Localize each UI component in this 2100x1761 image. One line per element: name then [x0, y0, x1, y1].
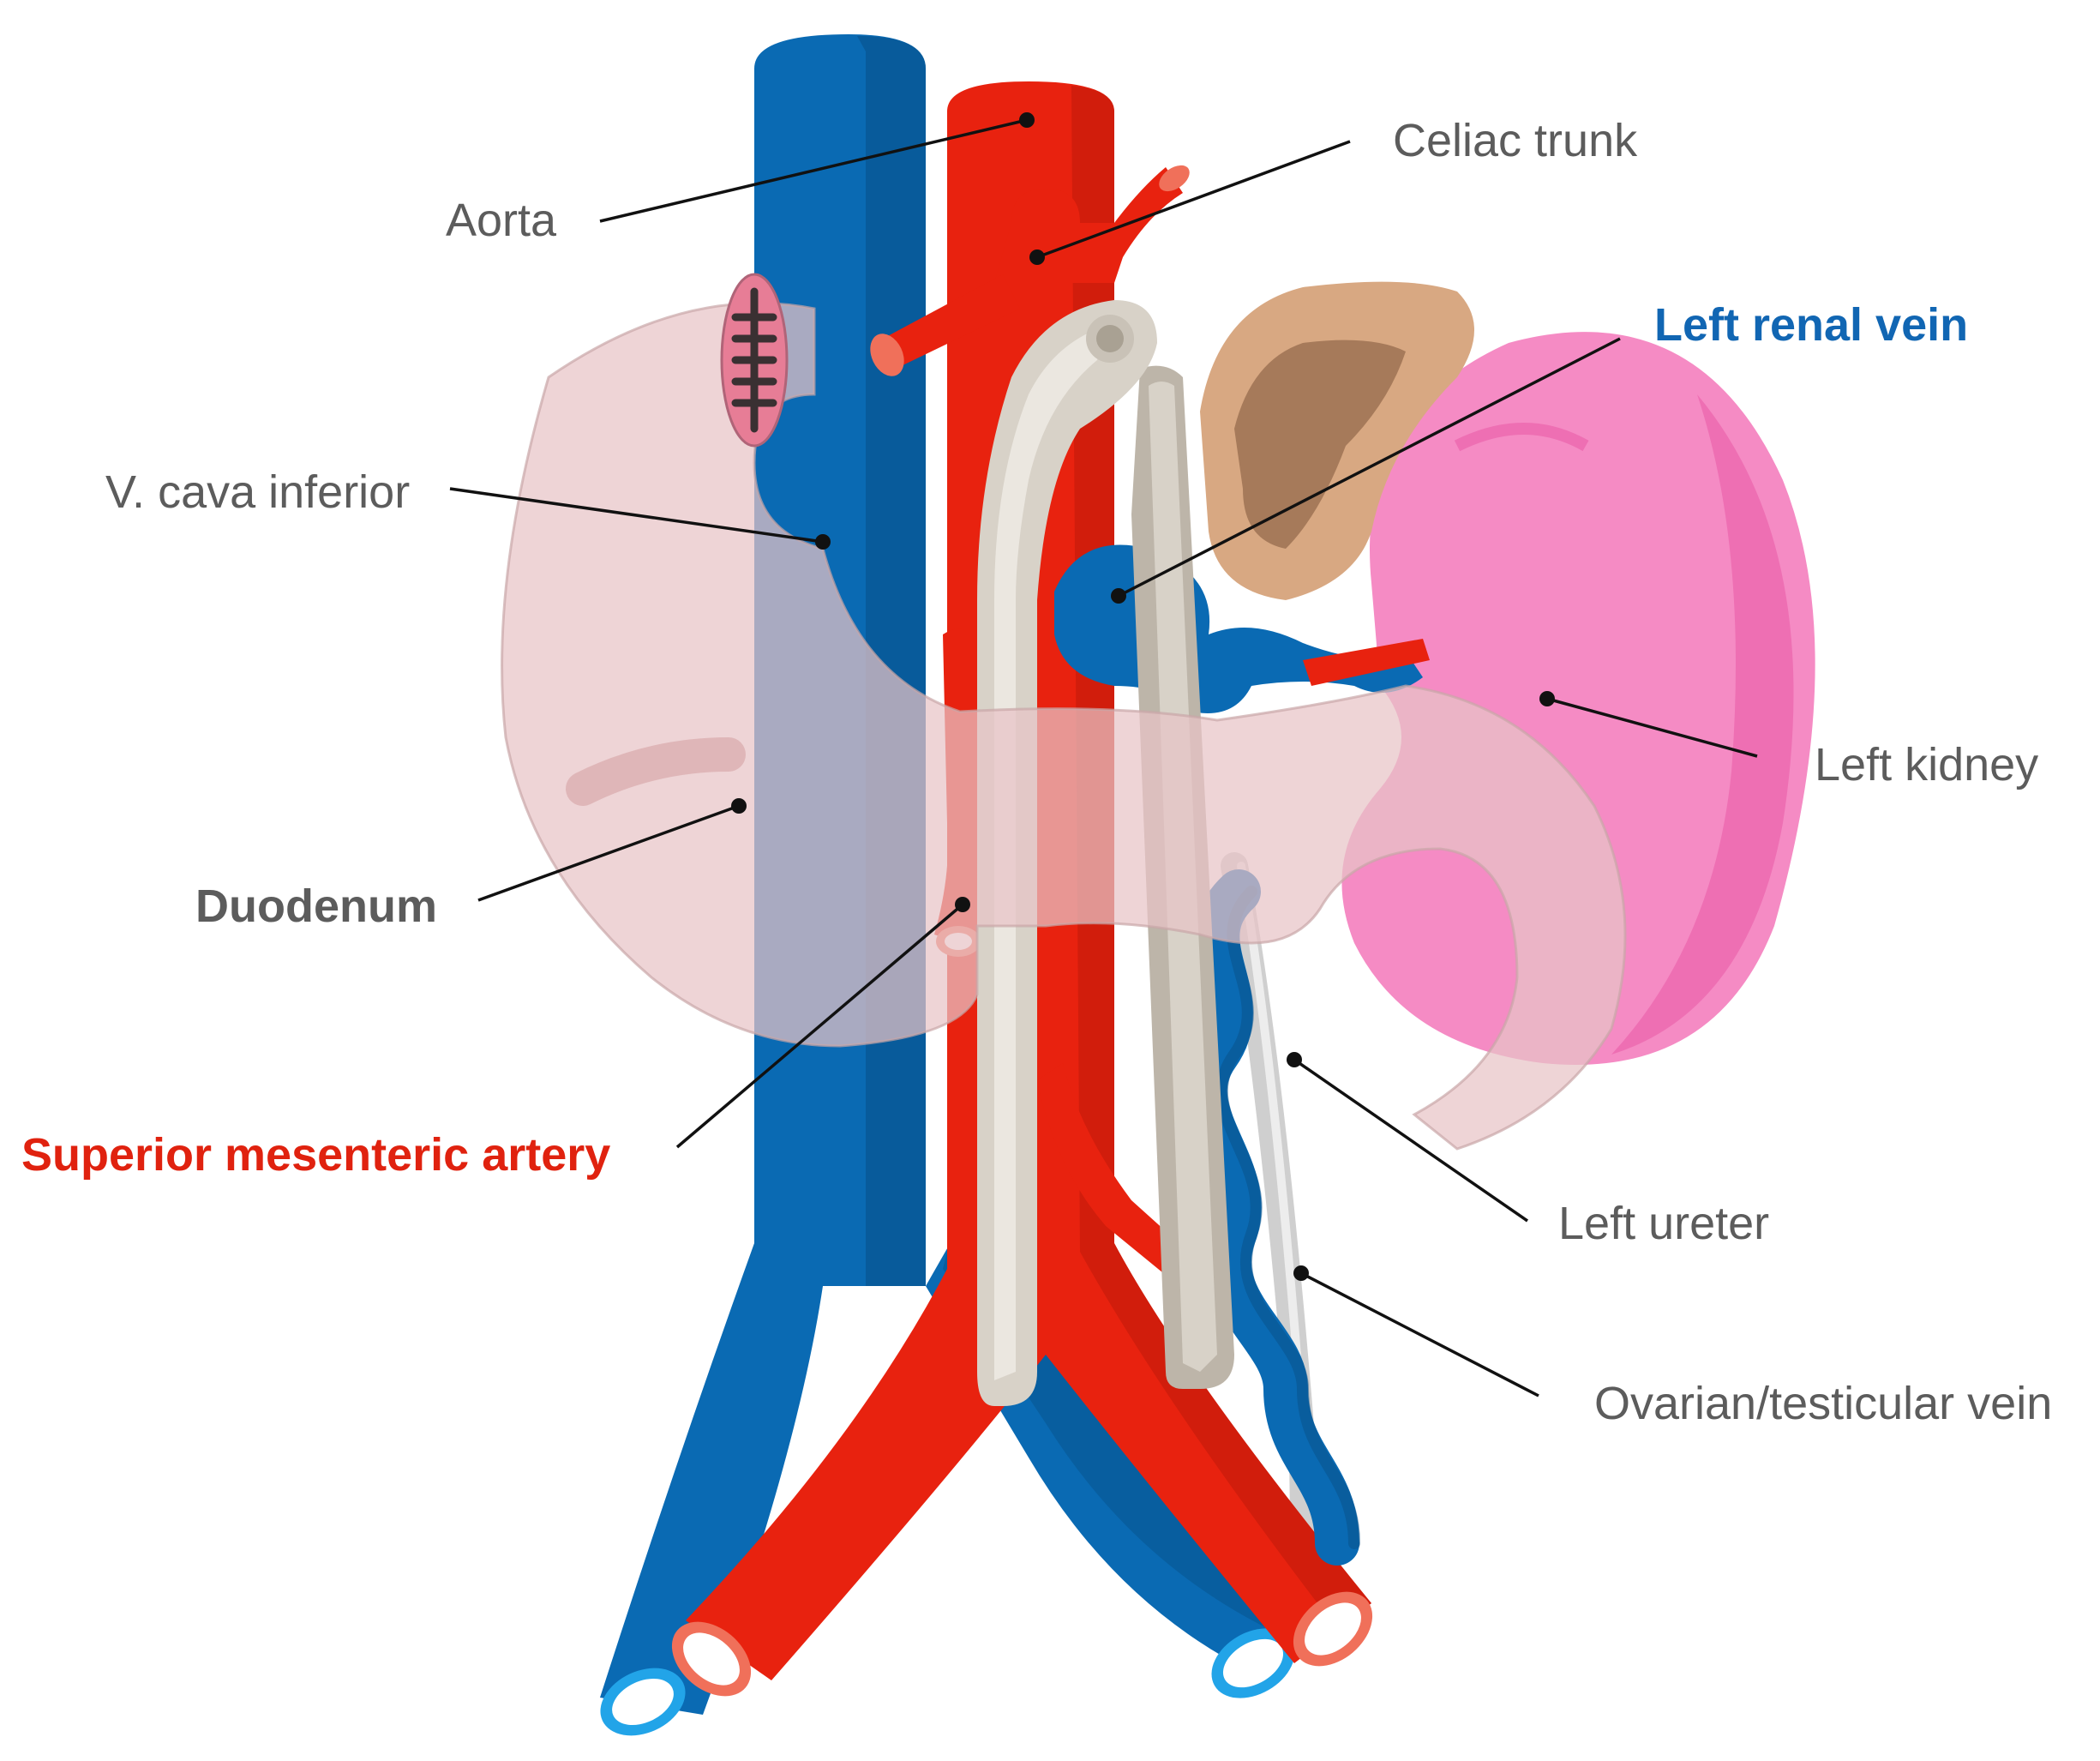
left-kidney-organ: [1341, 332, 1815, 1066]
label-left-renal-vein: Left renal vein: [1654, 299, 1968, 351]
label-duodenum: Duodenum: [195, 880, 437, 932]
label-left-ureter: Left ureter: [1558, 1198, 1769, 1249]
label-ovarian-testicular-vein: Ovarian/testicular vein: [1594, 1378, 2052, 1429]
label-aorta: Aorta: [446, 195, 557, 246]
label-celiac-trunk: Celiac trunk: [1393, 115, 1638, 166]
label-left-kidney: Left kidney: [1815, 739, 2038, 790]
label-superior-mesenteric-artery: Superior mesenteric artery: [21, 1129, 610, 1181]
ovarian-testicular-vein-vessel: [1182, 869, 1360, 1566]
duodenum-organ: [501, 273, 1627, 1151]
leader-lines: [449, 112, 1758, 1397]
label-v-cava-inferior: V. cava inferior: [105, 466, 410, 518]
